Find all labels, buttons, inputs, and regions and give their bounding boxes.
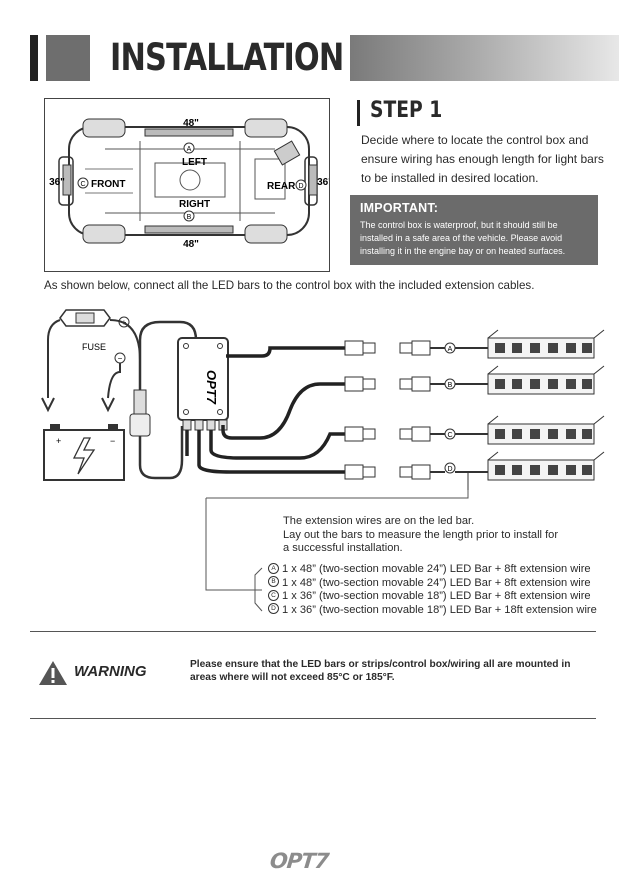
important-title: IMPORTANT: (360, 201, 439, 215)
extension-note: The extension wires are on the led bar. … (283, 515, 558, 556)
connector-row-c: C (344, 415, 605, 445)
fuse-label: FUSE (82, 342, 106, 352)
dim-right: 36" (317, 177, 329, 188)
marker-b: B (187, 214, 192, 221)
divider-top (30, 631, 596, 632)
step-text: Decide where to locate the control box a… (361, 133, 604, 185)
part-letter: A (268, 562, 279, 574)
marker-a: A (187, 146, 192, 153)
car-diagram-illustration: 48" 48" 36" 36" A LEFT RIGHT B C FRONT R… (49, 118, 333, 250)
header-gradient-band (350, 35, 619, 81)
extension-note-line-2: Lay out the bars to measure the length p… (283, 528, 559, 541)
wiring-diagram: FUSE + − + − OPT7 A (41, 309, 605, 515)
part-letter: D (268, 603, 279, 615)
part-text: 1 x 48” (two-section movable 24”) LED Ba… (282, 576, 591, 589)
header-grey-block (46, 35, 90, 81)
footer-logo: OPT7 (268, 849, 330, 873)
page-title: INSTALLATION (110, 36, 344, 79)
important-text: The control box is waterproof, but it sh… (360, 220, 566, 256)
warning-icon (39, 661, 67, 685)
minus-sign: − (118, 354, 123, 363)
header-accent-bar (30, 35, 38, 81)
instruction-text: As shown below, connect all the LED bars… (44, 279, 535, 292)
svg-text:−: − (110, 436, 115, 446)
dim-left: 36" (49, 177, 65, 188)
part-letter: B (268, 576, 279, 588)
part-text: 1 x 36” (two-section movable 18”) LED Ba… (282, 590, 591, 602)
marker-c: C (80, 181, 85, 188)
important-box: IMPORTANT: The control box is waterproof… (350, 195, 598, 265)
part-letter: C (268, 589, 279, 601)
label-rear: REAR (267, 181, 296, 192)
label-left: LEFT (182, 157, 207, 168)
notes-bracket (205, 515, 263, 612)
connector-c: C (447, 432, 452, 439)
label-right: RIGHT (179, 199, 210, 210)
label-front: FRONT (91, 179, 125, 190)
part-text: 1 x 36” (two-section movable 18”) LED Ba… (282, 603, 597, 616)
svg-text:+: + (56, 436, 61, 446)
connector-a: A (448, 346, 453, 353)
car-diagram: 48" 48" 36" 36" A LEFT RIGHT B C FRONT R… (44, 98, 333, 272)
part-text: 1 x 48” (two-section movable 24”) LED Ba… (282, 563, 591, 575)
connector-b: B (448, 382, 453, 389)
connector-d: D (447, 466, 452, 473)
warning-text: Please ensure that the LED bars or strip… (190, 659, 571, 683)
connector-row-d: D (344, 451, 605, 490)
extension-note-line-3: a successful installation. (283, 542, 403, 554)
control-box-logo: OPT7 (204, 370, 219, 405)
marker-d: D (298, 183, 303, 190)
step-title: STEP 1 (370, 98, 443, 123)
warning-label: WARNING (74, 663, 147, 680)
dim-top: 48" (183, 118, 199, 129)
divider-bottom (30, 718, 596, 719)
extension-note-line-1: The extension wires are on the led bar. (283, 515, 475, 527)
connector-row-b: B (344, 365, 605, 395)
connector-row-a: A (344, 329, 605, 359)
dim-bottom: 48" (183, 239, 199, 250)
step-accent-bar (357, 100, 360, 126)
